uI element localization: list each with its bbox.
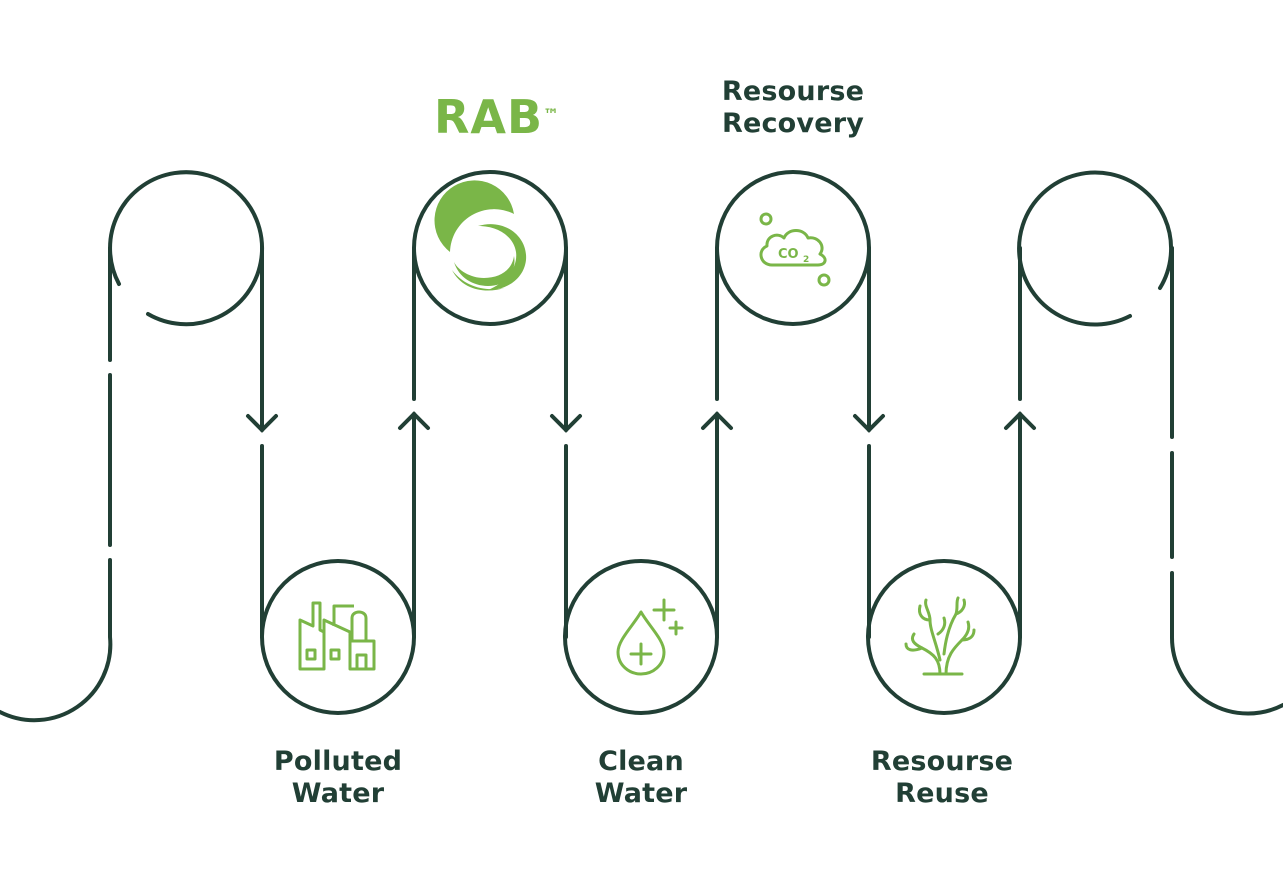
label-line: Recovery bbox=[721, 108, 865, 139]
flow-line-right-edge-curve bbox=[1169, 571, 1283, 716]
label-line: Resourse bbox=[721, 76, 865, 107]
arrow-down-icon bbox=[246, 414, 278, 433]
label-line: Resourse bbox=[870, 746, 1014, 777]
top-circle-empty-start bbox=[108, 170, 265, 327]
label-resource-reuse: Resourse Reuse bbox=[842, 746, 1042, 810]
bottom-circle-polluted-water bbox=[260, 559, 416, 715]
trademark-symbol: ™ bbox=[543, 105, 560, 124]
rab-swirl-logo-icon bbox=[434, 180, 527, 291]
arrow-down-icon bbox=[853, 414, 885, 433]
flow-line-left-edge-curve bbox=[0, 558, 113, 723]
coral-icon bbox=[904, 596, 976, 676]
arrow-up-icon bbox=[701, 411, 733, 430]
arrow-down-icon bbox=[550, 414, 582, 433]
label-resource-recovery: Resourse Recovery bbox=[693, 76, 893, 140]
label-line: Reuse bbox=[895, 778, 989, 809]
bottom-circle-resource-reuse bbox=[866, 559, 1022, 715]
co2-subscript: 2 bbox=[803, 255, 809, 265]
label-line: Clean bbox=[598, 746, 684, 777]
arrow-up-icon bbox=[1004, 411, 1036, 430]
label-line: Water bbox=[291, 778, 385, 809]
bottom-circle-clean-water bbox=[563, 559, 719, 715]
label-line: Polluted bbox=[273, 746, 403, 777]
water-drop-plus-icon bbox=[616, 598, 684, 676]
factory-icon bbox=[298, 601, 376, 671]
label-line: Water bbox=[594, 778, 688, 809]
co2-cloud-icon: CO 2 bbox=[759, 212, 831, 287]
label-polluted-water: Polluted Water bbox=[233, 746, 443, 810]
co2-label: CO bbox=[778, 247, 799, 262]
top-circle-empty-end bbox=[1017, 170, 1174, 327]
label-clean-water: Clean Water bbox=[541, 746, 741, 810]
rab-brand-title: RAB™ bbox=[434, 94, 559, 140]
arrow-up-icon bbox=[398, 411, 430, 430]
rab-brand-name: RAB bbox=[434, 90, 544, 144]
